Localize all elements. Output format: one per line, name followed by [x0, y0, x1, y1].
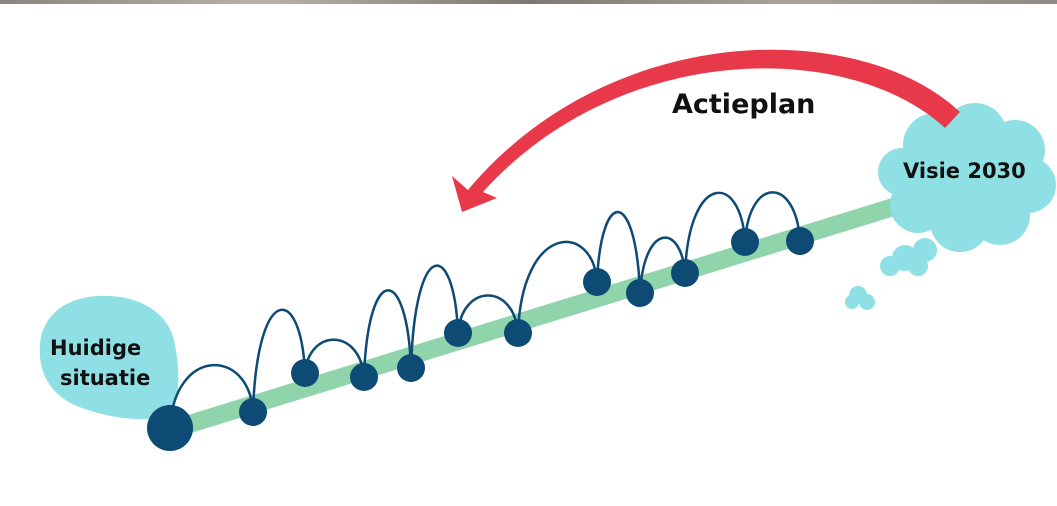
hop-arc [638, 236, 687, 294]
current-situation-label-line2: situatie [60, 366, 150, 390]
step-dot [291, 359, 319, 387]
step-dot [583, 268, 611, 296]
step-dot [731, 228, 759, 256]
step-dot [444, 319, 472, 347]
step-dot [626, 279, 654, 307]
current-situation-label-line1: Huidige [50, 336, 141, 360]
action-plan-arrow [452, 49, 960, 212]
hop-arc [683, 191, 747, 274]
progress-track [161, 196, 909, 439]
start-dot [147, 405, 193, 451]
hop-arc [456, 294, 520, 334]
hop-arc [409, 264, 460, 369]
hop-arc [516, 240, 599, 334]
step-dot [350, 363, 378, 391]
hop-arc [595, 210, 642, 294]
hop-arc [168, 363, 255, 429]
hop-arc [362, 289, 413, 378]
action-plan-label: Actieplan [672, 89, 815, 120]
step-dot [397, 354, 425, 382]
hop-arcs [168, 191, 802, 429]
vision-cloud [845, 103, 1056, 310]
step-dot [671, 259, 699, 287]
hop-arc [251, 308, 307, 413]
top-photo-strip [0, 0, 1057, 4]
current-situation-blob [39, 295, 179, 420]
step-dot [239, 398, 267, 426]
step-dots [239, 227, 814, 426]
hop-arc [743, 191, 802, 243]
step-dot [504, 319, 532, 347]
step-dot [786, 227, 814, 255]
vision-label: Visie 2030 [903, 159, 1026, 183]
